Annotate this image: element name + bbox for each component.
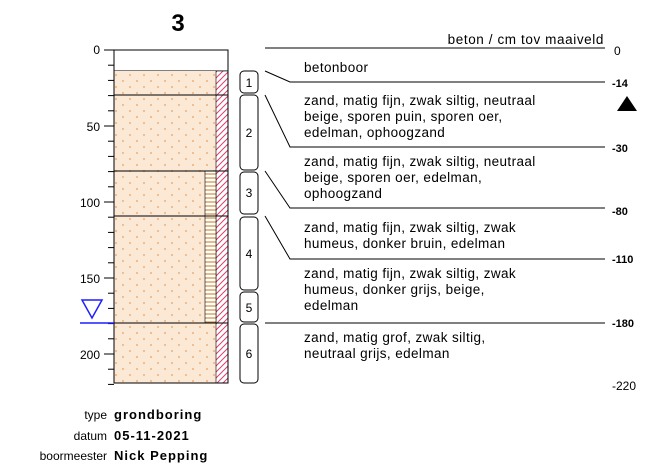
axis-tick-100: 100 bbox=[80, 196, 100, 210]
description-1-line-1: betonboor bbox=[304, 60, 369, 75]
boundary-0: 0 bbox=[614, 44, 621, 58]
boundary-80: -80 bbox=[612, 206, 628, 218]
triangle-marker-icon bbox=[617, 96, 637, 111]
depth-axis: 0 50 100 150 200 bbox=[80, 43, 115, 385]
boormeester-label: boormeester bbox=[40, 449, 107, 463]
description-6-line-1: zand, matig grof, zwak siltig, bbox=[304, 330, 486, 345]
boundary-14: -14 bbox=[612, 78, 629, 90]
description-4-line-1: zand, matig fijn, zwak siltig, zwak bbox=[304, 220, 516, 235]
layer-numbers bbox=[239, 70, 259, 384]
axis-tick-0: 0 bbox=[93, 43, 100, 57]
layer-number-2: 2 bbox=[246, 126, 253, 140]
description-5-line-1: zand, matig fijn, zwak siltig, zwak bbox=[304, 266, 516, 281]
debris-hatch-lower bbox=[215, 322, 229, 384]
description-2-line-2: beige, sporen puin, sporen oer, bbox=[304, 109, 503, 124]
layer-number-4: 4 bbox=[246, 247, 253, 261]
debris-hatch-upper bbox=[215, 70, 229, 324]
description-2-line-1: zand, matig fijn, zwak siltig, neutraal bbox=[304, 93, 536, 108]
layer-number-3: 3 bbox=[246, 186, 253, 200]
humus-stripes bbox=[204, 170, 217, 324]
boundary-110: -110 bbox=[612, 254, 633, 266]
description-3-line-1: zand, matig fijn, zwak siltig, neutraal bbox=[304, 154, 536, 169]
description-5-line-3: edelman bbox=[304, 298, 359, 313]
axis-tick-50: 50 bbox=[87, 120, 101, 134]
groundwater-marker-icon bbox=[80, 299, 114, 324]
layer-number-5: 5 bbox=[246, 301, 253, 315]
boundary-30: -30 bbox=[612, 143, 628, 155]
datum-value: 05-11-2021 bbox=[114, 428, 190, 443]
boundary-180: -180 bbox=[612, 318, 634, 330]
description-3-line-3: ophoogzand bbox=[304, 186, 382, 201]
type-label: type bbox=[84, 408, 107, 422]
boormeester-value: Nick Pepping bbox=[114, 448, 208, 463]
datum-label: datum bbox=[74, 429, 107, 443]
description-3-line-2: beige, sporen oer, edelman, bbox=[304, 170, 482, 185]
layer-number-6: 6 bbox=[246, 347, 253, 361]
soil-column bbox=[113, 49, 229, 384]
description-5-line-2: humeus, donker grijs, beige, bbox=[304, 282, 485, 297]
description-6-line-2: neutraal grijs, edelman bbox=[304, 346, 450, 361]
description-2-line-3: edelman, ophoogzand bbox=[304, 125, 445, 140]
axis-tick-150: 150 bbox=[80, 272, 100, 286]
layer-number-1: 1 bbox=[246, 76, 253, 90]
boundary-220: -220 bbox=[612, 379, 636, 393]
boring-number: 3 bbox=[171, 10, 184, 37]
axis-tick-200: 200 bbox=[80, 348, 100, 362]
header-caption: beton / cm tov maaiveld bbox=[448, 32, 604, 47]
boundary-lines bbox=[264, 47, 605, 324]
type-value: grondboring bbox=[114, 407, 202, 422]
description-4-line-2: humeus, donker bruin, edelman bbox=[304, 236, 505, 251]
layer-concrete bbox=[113, 49, 229, 72]
